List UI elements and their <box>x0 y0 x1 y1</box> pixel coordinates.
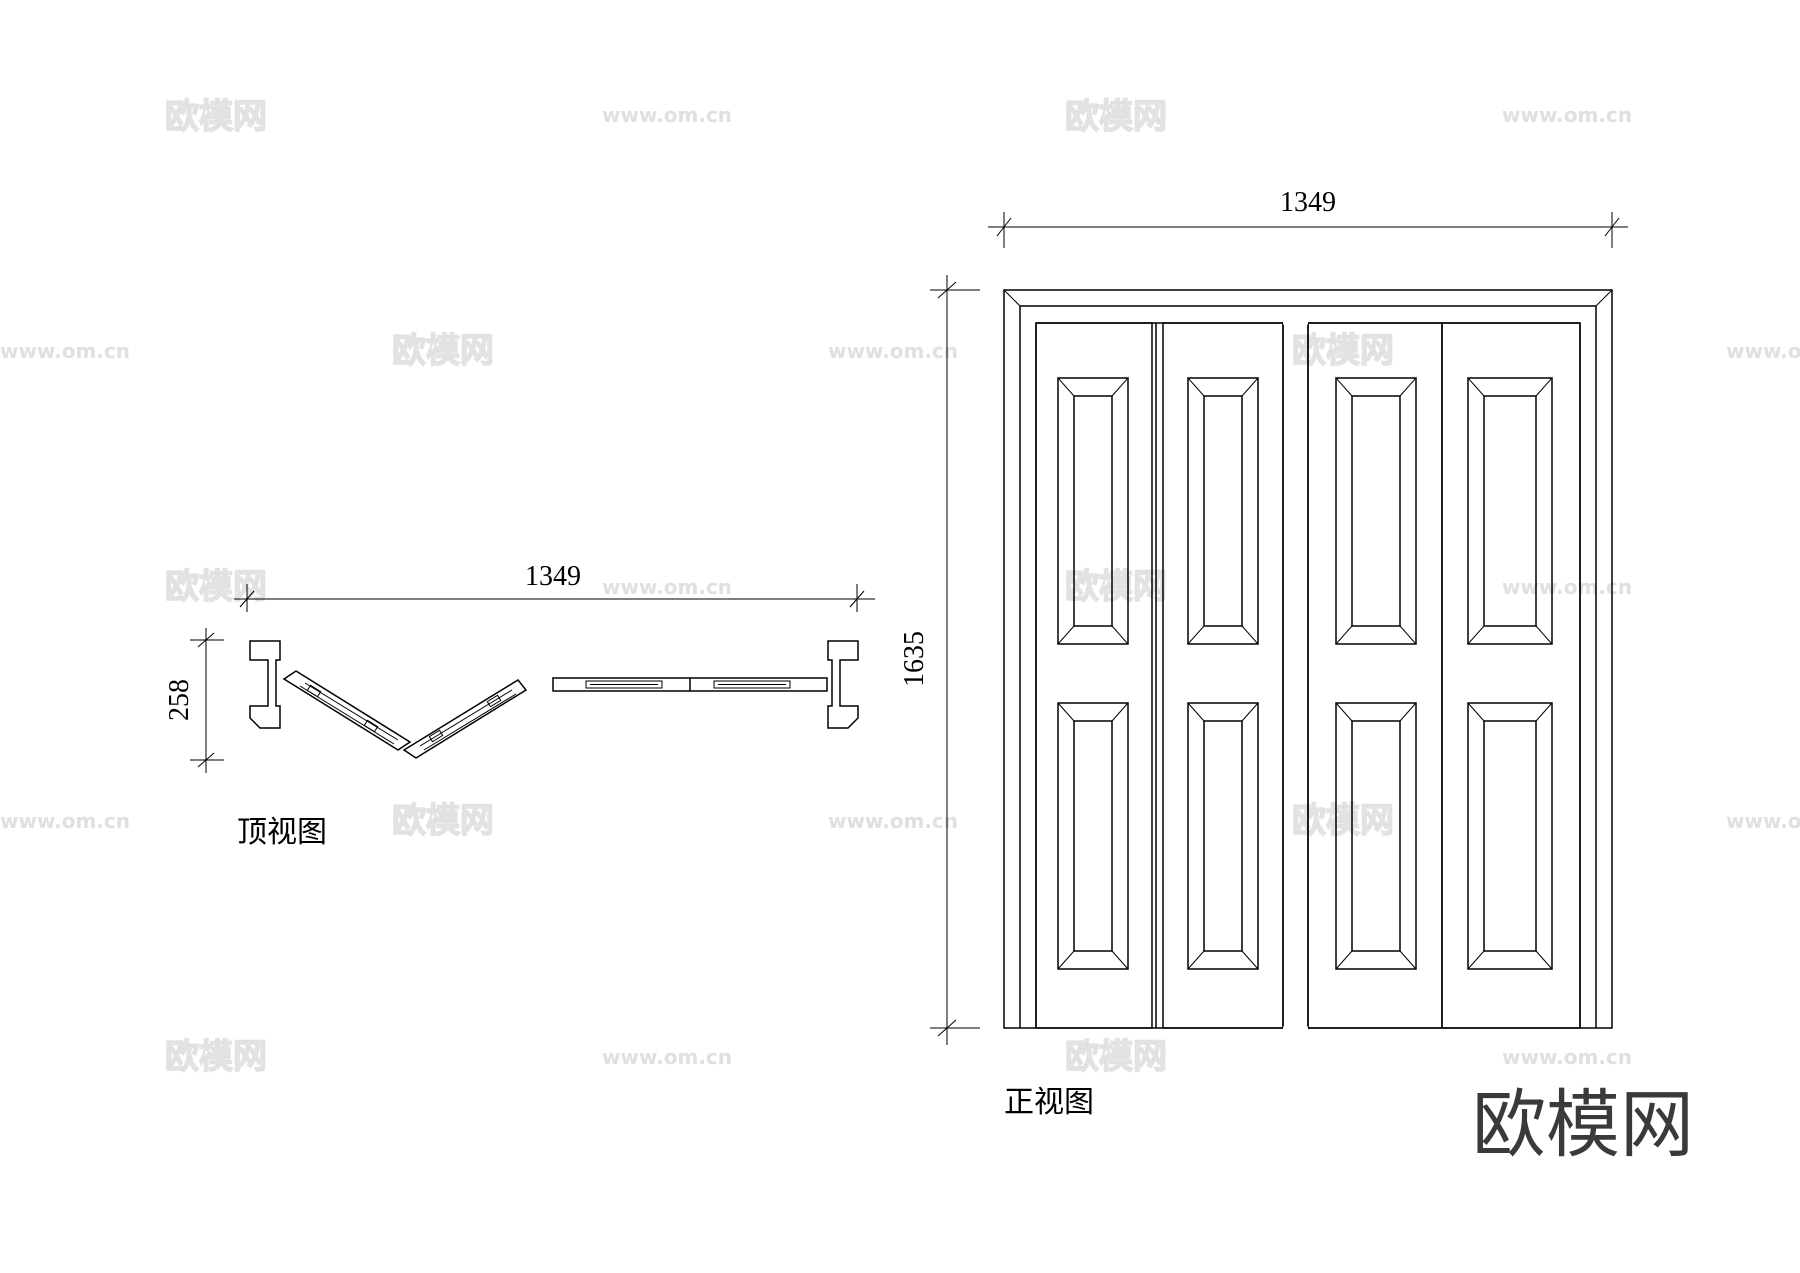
watermark-url: www.om.cn <box>828 809 958 833</box>
front-view: 1349 1635 <box>899 187 1628 1120</box>
front-view-height-dimension: 1635 <box>899 275 980 1045</box>
top-view-width-value: 1349 <box>525 561 581 592</box>
front-view-width-value: 1349 <box>1280 187 1336 218</box>
top-view-label: 顶视图 <box>237 815 327 850</box>
watermark-url: www.om.cn <box>1502 1045 1632 1069</box>
flat-leaf-pair <box>552 677 828 692</box>
watermark-brand: 欧模网 <box>165 567 267 607</box>
left-jamb-section <box>249 640 281 729</box>
watermark-url: www.om.cn <box>0 809 130 833</box>
door-leaf-3 <box>1307 322 1443 1029</box>
front-view-height-value: 1635 <box>899 631 930 687</box>
watermark-url: www.om.cn <box>1726 339 1800 363</box>
watermark-brand: 欧模网 <box>1065 97 1167 137</box>
leaf-pair-gap <box>1282 322 1309 1029</box>
front-view-label: 正视图 <box>1004 1085 1094 1120</box>
front-view-width-dimension: 1349 <box>988 187 1628 248</box>
watermark-brand: 欧模网 <box>1065 1037 1167 1077</box>
watermark-url: www.om.cn <box>828 339 958 363</box>
watermark-url: www.om.cn <box>602 575 732 599</box>
watermark-url: www.om.cn <box>1502 103 1632 127</box>
brand-watermark-large: 欧模网 <box>1472 1082 1694 1168</box>
watermark-url: www.om.cn <box>602 1045 732 1069</box>
door-leaf-2 <box>1162 322 1284 1029</box>
top-view-depth-value: 258 <box>164 679 195 721</box>
watermark-brand: 欧模网 <box>1065 567 1167 607</box>
top-view-width-dimension: 1349 <box>234 561 875 612</box>
door-leaf-4 <box>1441 322 1581 1029</box>
watermark-brand: 欧模网 <box>392 331 494 371</box>
watermark-url: www.om.cn <box>602 103 732 127</box>
watermark-brand: 欧模网 <box>165 97 267 137</box>
door-leaf-1 <box>1035 322 1153 1029</box>
right-jamb-section <box>827 640 859 729</box>
folded-leaf-pair <box>282 670 528 759</box>
watermark-url: www.om.cn <box>1502 575 1632 599</box>
watermark-url: www.om.cn <box>0 339 130 363</box>
watermark-brand: 欧模网 <box>392 801 494 841</box>
watermark-layer: 欧模网 www.om.cn 欧模网 www.om.cn www.om.cn 欧模… <box>0 96 1800 1077</box>
top-view-depth-dimension: 258 <box>164 628 224 773</box>
top-view: 1349 258 <box>164 561 875 850</box>
watermark-url: www.om.cn <box>1726 809 1800 833</box>
watermark-brand: 欧模网 <box>165 1037 267 1077</box>
